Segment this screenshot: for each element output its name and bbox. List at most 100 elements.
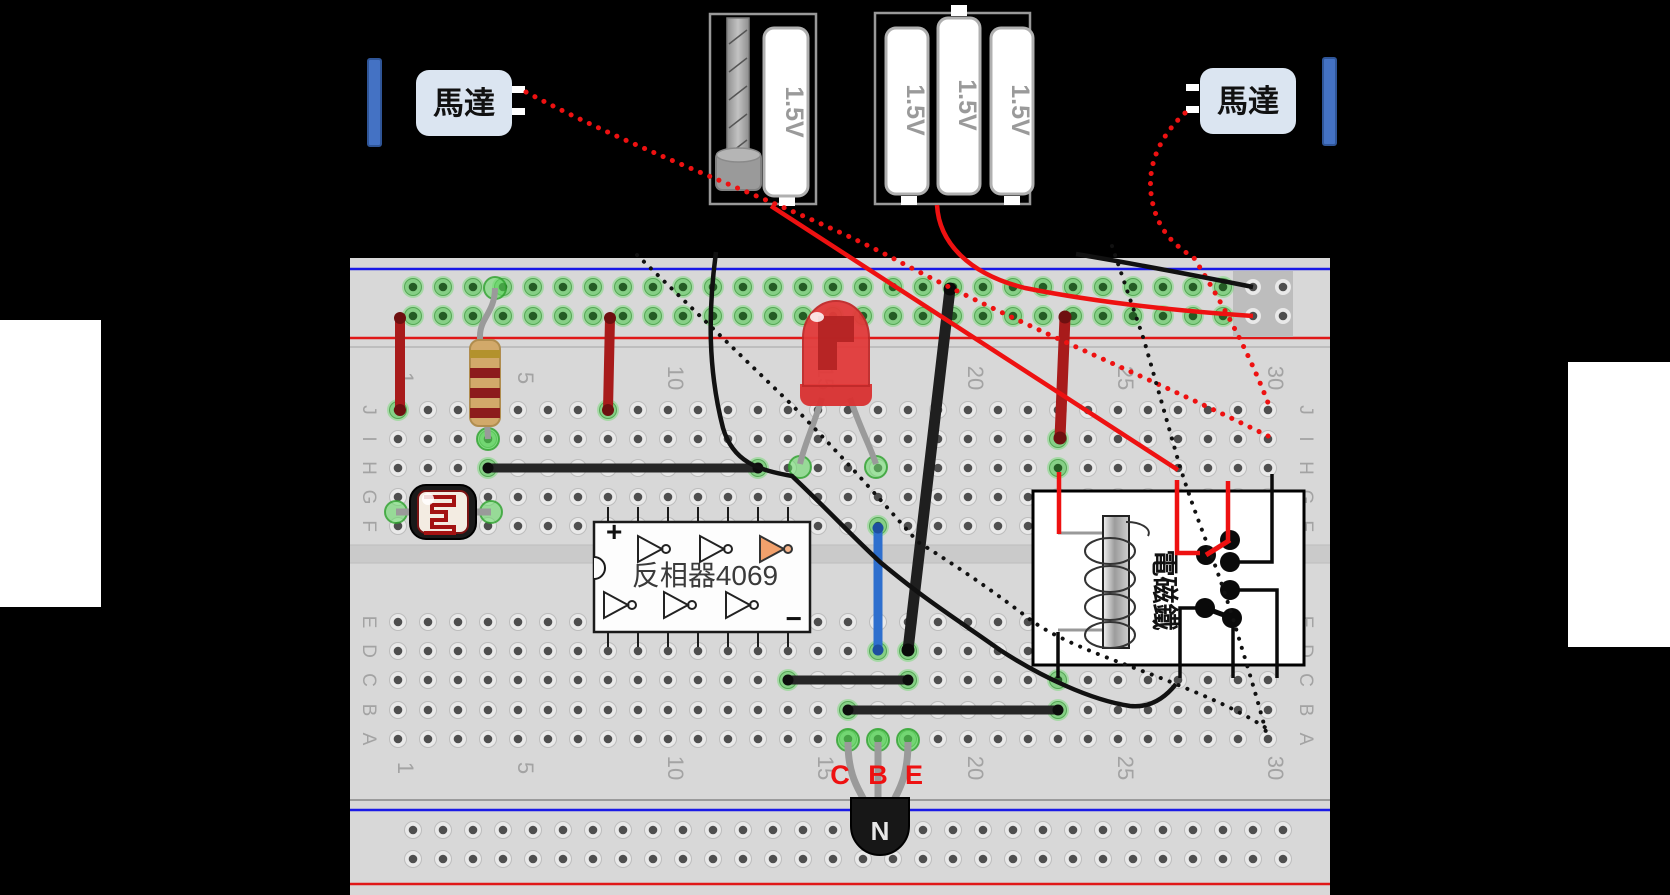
- breadboard-hole: [672, 305, 694, 327]
- breadboard-hole: [1094, 821, 1112, 839]
- breadboard-hole: [779, 430, 797, 448]
- breadboard-hole: [1109, 730, 1127, 748]
- row-label-left: D: [358, 644, 379, 658]
- battery-cell-1-label: 1.5V: [780, 86, 808, 138]
- breadboard-hole: [1004, 821, 1022, 839]
- breadboard-hole: [779, 642, 797, 660]
- breadboard-hole: [989, 671, 1007, 689]
- breadboard-hole: [389, 613, 407, 631]
- column-label-top: 30: [1263, 366, 1288, 390]
- column-label-bottom: 20: [963, 756, 988, 780]
- breadboard-hole: [629, 642, 647, 660]
- breadboard-hole: [809, 613, 827, 631]
- led-flange: [800, 384, 872, 406]
- wires: [523, 89, 1273, 742]
- battery-holder-triple: 1.5V 1.5V 1.5V: [873, 5, 1035, 206]
- breadboard-hole: [629, 671, 647, 689]
- breadboard-hole: [539, 730, 557, 748]
- breadboard-hole: [989, 488, 1007, 506]
- breadboard-hole: [732, 305, 754, 327]
- breadboard-hole: [1064, 821, 1082, 839]
- breadboard-hole: [419, 730, 437, 748]
- breadboard-hole: [839, 488, 857, 506]
- resistor: [469, 287, 501, 440]
- resistor-band-3: [470, 408, 500, 418]
- breadboard-hole: [389, 701, 407, 719]
- inverter-ic-plus: +: [606, 516, 622, 547]
- motor-left: 馬達: [367, 58, 525, 147]
- row-label-right: I: [1295, 436, 1316, 441]
- breadboard-hole: [494, 821, 512, 839]
- breadboard-hole: [704, 821, 722, 839]
- column-label-bottom: 10: [663, 756, 688, 780]
- inverter-ic-label: 反相器4069: [632, 560, 778, 591]
- breadboard-hole: [822, 276, 844, 298]
- breadboard-hole: [464, 850, 482, 868]
- inverter-gate-highlighted: [759, 534, 787, 564]
- breadboard-hole: [1139, 430, 1157, 448]
- breadboard-hole: [419, 671, 437, 689]
- breadboard-hole: [569, 642, 587, 660]
- breadboard-hole: [944, 850, 962, 868]
- breadboard-hole: [1259, 701, 1277, 719]
- breadboard-hole: [509, 642, 527, 660]
- breadboard-hole: [719, 730, 737, 748]
- breadboard-hole: [809, 459, 827, 477]
- breadboard-hole: [554, 850, 572, 868]
- breadboard-hole: [1229, 730, 1247, 748]
- breadboard-hole: [794, 821, 812, 839]
- column-label-top: 5: [513, 372, 538, 384]
- row-label-right: H: [1295, 461, 1316, 475]
- breadboard-hole: [899, 401, 917, 419]
- resistor-band-2: [470, 388, 500, 398]
- breadboard-hole: [462, 305, 484, 327]
- breadboard-hole: [899, 430, 917, 448]
- inverter-ic: + − 反相器4069: [592, 507, 812, 647]
- breadboard-hole: [612, 276, 634, 298]
- breadboard-hole: [1244, 821, 1262, 839]
- breadboard-hole: [479, 701, 497, 719]
- breadboard-hole: [974, 850, 992, 868]
- breadboard-hole: [809, 488, 827, 506]
- breadboard-hole: [689, 401, 707, 419]
- relay-coil-windings: [1084, 520, 1150, 649]
- breadboard-hole: [599, 671, 617, 689]
- breadboard-hole: [929, 642, 947, 660]
- breadboard-hole: [689, 488, 707, 506]
- battery-cell-2: [884, 26, 930, 196]
- breadboard-hole: [569, 517, 587, 535]
- breadboard-hole: [434, 821, 452, 839]
- wire-black-motor-to-rail: [1075, 251, 1254, 290]
- row-label-left: H: [358, 461, 379, 475]
- breadboard-hole: [1004, 850, 1022, 868]
- breadboard-hole: [779, 488, 797, 506]
- breadboard-hole: [659, 701, 677, 719]
- motor-left-body: [416, 70, 512, 136]
- relay-black-wiring: [1056, 474, 1279, 678]
- breadboard-hole: [1154, 821, 1172, 839]
- breadboard-hole: [1274, 307, 1292, 325]
- breadboard-hole: [1182, 305, 1204, 327]
- breadboard-hole: [1124, 821, 1142, 839]
- relay-blade-lower: [1204, 605, 1233, 621]
- row-label-right: C: [1295, 673, 1316, 687]
- breadboard-labels: JJIIHHGGFFEEDDCCBBAA11551010151520202525…: [358, 366, 1316, 780]
- breadboard-hole: [539, 642, 557, 660]
- relay-outline: [1031, 489, 1306, 667]
- breadboard-hole: [719, 671, 737, 689]
- breadboard-hole: [882, 305, 904, 327]
- breadboard-hole: [599, 730, 617, 748]
- breadboard-hole: [1259, 430, 1277, 448]
- breadboard-hole: [614, 821, 632, 839]
- breadboard-hole: [762, 276, 784, 298]
- breadboard-hole: [524, 850, 542, 868]
- breadboard-hole: [929, 671, 947, 689]
- breadboard-hole: [1079, 701, 1097, 719]
- battery-triple-tab-bottom-left: [901, 196, 917, 205]
- column-label-bottom: 15: [813, 756, 838, 780]
- row-label-left: B: [358, 704, 379, 717]
- breadboard-hole: [779, 701, 797, 719]
- row-label-left: C: [358, 673, 379, 687]
- breadboard-hole: [419, 642, 437, 660]
- breadboard-hole: [494, 850, 512, 868]
